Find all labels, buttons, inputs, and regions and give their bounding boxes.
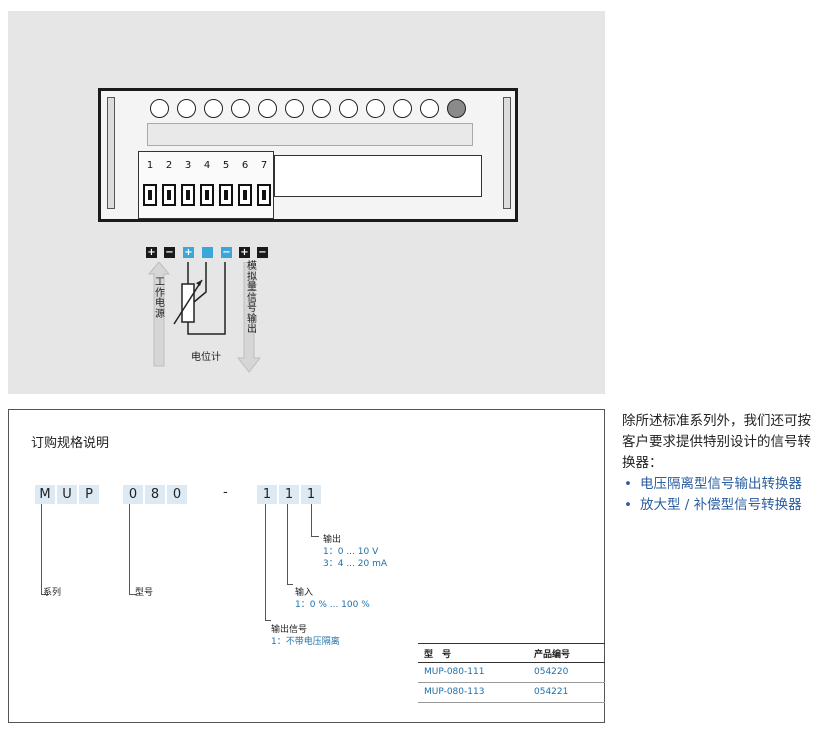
product-table: 型 号 产品编号 MUP-080-111 054220 MUP-080-113 … (418, 643, 605, 703)
code-char-box: P (79, 485, 99, 504)
model-label: 型号 (135, 588, 154, 598)
table-header-product-no: 产品编号 (534, 650, 571, 660)
series-connector (41, 594, 49, 595)
terminal-number: 1 (146, 160, 154, 171)
signal-option: 1：不带电压隔离 (271, 637, 340, 647)
code-char-box: 1 (301, 485, 321, 504)
output-connector (311, 536, 319, 537)
code-char-box: 0 (123, 485, 143, 504)
indicator-led (393, 99, 412, 118)
code-char-box: M (35, 485, 55, 504)
polarity-minus-marker: − (257, 247, 268, 258)
screw-terminal (219, 184, 233, 206)
output-arrow-icon (236, 262, 262, 373)
indicator-led (150, 99, 169, 118)
screw-terminal (200, 184, 214, 206)
indicator-led (285, 99, 304, 118)
terminal-number: 5 (222, 160, 230, 171)
signal-connector (265, 620, 271, 621)
terminal-block: 1 2 3 4 5 6 7 (138, 151, 274, 219)
output-connector (311, 504, 312, 536)
terminal-number: 2 (165, 160, 173, 171)
power-supply-label: 工作电源 (155, 277, 165, 320)
screw-terminal (162, 184, 176, 206)
terminal-number: 6 (241, 160, 249, 171)
indicator-led (366, 99, 385, 118)
display-window (274, 155, 482, 197)
list-item: 电压隔离型信号输出转换器 (622, 474, 816, 495)
screw-terminal (238, 184, 252, 206)
code-char-box: 8 (145, 485, 165, 504)
indicator-led (420, 99, 439, 118)
indicator-led (339, 99, 358, 118)
code-separator: - (223, 485, 228, 500)
output-option: 3：4 ... 20 mA (323, 559, 387, 569)
table-row: MUP-080-111 054220 (418, 663, 605, 682)
indicator-led-active (447, 99, 466, 118)
label-strip (147, 123, 473, 146)
table-cell-product-no: 054221 (534, 687, 569, 697)
wiring-drawing (147, 262, 262, 373)
input-connector (287, 504, 288, 584)
series-connector (41, 504, 42, 594)
code-char-box: 0 (167, 485, 187, 504)
custom-design-note: 除所述标准系列外，我们还可按客户要求提供特别设计的信号转换器： (622, 413, 811, 471)
screw-terminal (181, 184, 195, 206)
signal-heading: 输出信号 (271, 625, 308, 635)
analog-output-label: 模拟量信号输出 (247, 261, 257, 335)
input-connector (287, 584, 293, 585)
input-heading: 输入 (295, 588, 314, 598)
terminal-number: 4 (203, 160, 211, 171)
terminal-number: 7 (260, 160, 268, 171)
indicator-led (231, 99, 250, 118)
table-row: MUP-080-113 054221 (418, 683, 605, 702)
polarity-plus-marker: + (146, 247, 157, 258)
potentiometer-label: 电位计 (191, 352, 221, 363)
indicator-led (177, 99, 196, 118)
polarity-plus-marker: + (239, 247, 250, 258)
order-spec-title: 订购规格说明 (31, 436, 110, 451)
device-right-rail (503, 97, 511, 209)
screw-terminal (143, 184, 157, 206)
series-label: 系列 (43, 588, 62, 598)
code-char-box: 1 (257, 485, 277, 504)
indicator-led (204, 99, 223, 118)
list-item: 放大型 / 补偿型信号转换器 (622, 495, 816, 516)
code-char-box: 1 (279, 485, 299, 504)
converter-device: 1 2 3 4 5 6 7 (98, 88, 518, 222)
input-option: 1：0 % ... 100 % (295, 600, 370, 610)
order-spec-panel: 订购规格说明 M U P 0 8 0 - 1 1 1 系列 型号 输出 1：0 … (8, 409, 605, 723)
power-arrow-icon (147, 262, 171, 367)
custom-converter-list: 电压隔离型信号输出转换器 放大型 / 补偿型信号转换器 (622, 474, 816, 516)
code-char-box: U (57, 485, 77, 504)
screw-terminal (257, 184, 271, 206)
signal-connector (265, 504, 266, 620)
polarity-minus-marker: − (164, 247, 175, 258)
table-cell-model: MUP-080-113 (424, 687, 485, 697)
polarity-wiper-marker (202, 247, 213, 258)
output-option: 1：0 ... 10 V (323, 547, 379, 557)
indicator-led (258, 99, 277, 118)
model-connector (129, 594, 137, 595)
output-heading: 输出 (323, 535, 342, 545)
polarity-minus-marker: − (221, 247, 232, 258)
table-cell-model: MUP-080-111 (424, 667, 485, 677)
polarity-plus-marker: + (183, 247, 194, 258)
table-cell-product-no: 054220 (534, 667, 569, 677)
indicator-led (312, 99, 331, 118)
terminal-number: 3 (184, 160, 192, 171)
model-connector (129, 504, 130, 594)
table-header-model: 型 号 (424, 650, 452, 660)
device-left-rail (107, 97, 115, 209)
